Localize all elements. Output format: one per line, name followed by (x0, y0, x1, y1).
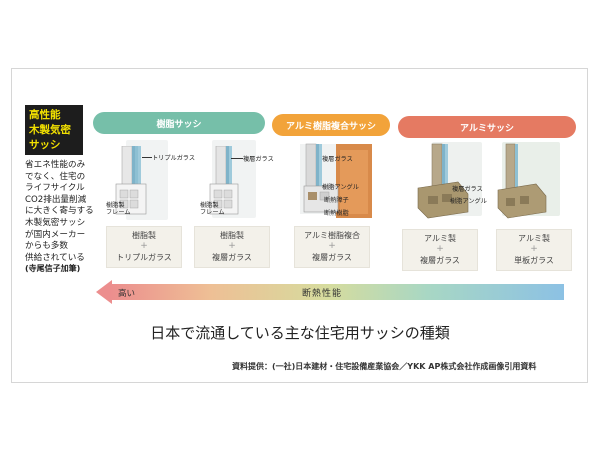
alu-resin-frame-illustration (300, 143, 372, 218)
plus-icon: + (328, 241, 336, 251)
description-line: 木製気密サッシ (25, 217, 86, 228)
arrow-left-icon (96, 280, 112, 304)
description-line: 供給されている (25, 252, 85, 263)
category-alu-sash: アルミサッシ (398, 116, 576, 138)
description-line: に大きく寄与する (25, 206, 94, 217)
sash-image-resin-triple: トリプルガラス 樹脂製 フレーム (104, 140, 195, 222)
material-card-resin-triple: 樹脂製 + トリプルガラス (106, 226, 182, 268)
badge-line: サッシ (29, 139, 61, 151)
insulation-scale-bar (110, 284, 564, 300)
sash-image-alu-single (492, 142, 576, 222)
callout-label: 樹脂製 (106, 202, 125, 209)
card-material: 樹脂製 (220, 231, 244, 240)
callout-label: フレーム (106, 209, 131, 216)
sash-image-alu-resin: 複層ガラス 樹脂アングル 断熱障子 断熱樹脂 (296, 142, 378, 224)
card-material: アルミ製 (424, 234, 456, 243)
resin-frame-illustration (115, 146, 147, 215)
alu-frame-illustration (417, 143, 469, 219)
wood-sash-badge: 高性能 木製気密 サッシ (25, 105, 83, 155)
description-line: からも多数 (25, 241, 68, 252)
badge-line: 木製気密 (29, 124, 71, 136)
card-glass: 複層ガラス (420, 256, 460, 265)
resin-frame-illustration (209, 146, 239, 215)
plus-icon: + (530, 244, 538, 254)
description-line: でなく、住宅の (25, 171, 86, 182)
card-material: アルミ製 (518, 234, 550, 243)
callout-label: 樹脂製 (200, 202, 219, 209)
card-glass: 複層ガラス (212, 253, 252, 262)
callout-label: 複層ガラス (243, 156, 274, 163)
card-glass: トリプルガラス (116, 253, 172, 262)
scale-label: 断熱性能 (302, 289, 343, 299)
plus-icon: + (140, 241, 148, 251)
card-glass: 単板ガラス (514, 256, 554, 265)
card-glass: 複層ガラス (312, 253, 352, 262)
alu-frame-illustration (497, 143, 547, 219)
description-line: 省エネ性能のみ (25, 160, 86, 170)
callout-label: 樹脂アングル (322, 184, 359, 191)
callout-label: トリプルガラス (152, 155, 196, 162)
card-material: アルミ樹脂複合 (304, 231, 360, 240)
material-card-alu-double: アルミ製 + 複層ガラス (402, 229, 478, 271)
sash-image-resin-double: 複層ガラス 樹脂製 フレーム (198, 140, 278, 222)
sash-image-alu-double: 複層ガラス 樹脂アングル (410, 142, 494, 222)
category-alu-resin-sash: アルミ樹脂複合サッシ (272, 114, 390, 136)
material-card-alu-single: アルミ製 + 単板ガラス (496, 229, 572, 271)
description-line: が国内メーカー (25, 229, 86, 240)
callout-label: 断熱障子 (324, 197, 349, 204)
side-description: 省エネ性能のみ でなく、住宅の ライフサイクル CO2排出量削減 に大きく寄与す… (25, 160, 95, 264)
badge-line: 高性能 (29, 109, 61, 121)
callout-label: フレーム (200, 209, 225, 216)
callout-label: 複層ガラス (452, 186, 483, 193)
figure-title: 日本で流通している主な住宅用サッシの種類 (150, 324, 450, 342)
category-resin-sash: 樹脂サッシ (93, 112, 265, 134)
callout-label: 複層ガラス (322, 156, 353, 163)
callout-label: 断熱樹脂 (324, 210, 349, 217)
description-line: ライフサイクル (25, 183, 85, 194)
plus-icon: + (228, 241, 236, 251)
card-material: 樹脂製 (132, 231, 156, 240)
plus-icon: + (436, 244, 444, 254)
material-card-resin-double: 樹脂製 + 複層ガラス (194, 226, 270, 268)
source-credit: 資料提供：(一社)日本建材・住宅設備産業協会／YKK AP株式会社作成画像引用資… (232, 362, 537, 371)
description-line: CO2排出量削減 (25, 194, 87, 205)
side-credit: (寺尾信子加筆) (25, 264, 81, 273)
callout-label: 樹脂アングル (450, 198, 487, 205)
scale-high-label: 高い (118, 289, 136, 299)
material-card-alu-resin: アルミ樹脂複合 + 複層ガラス (294, 226, 370, 268)
